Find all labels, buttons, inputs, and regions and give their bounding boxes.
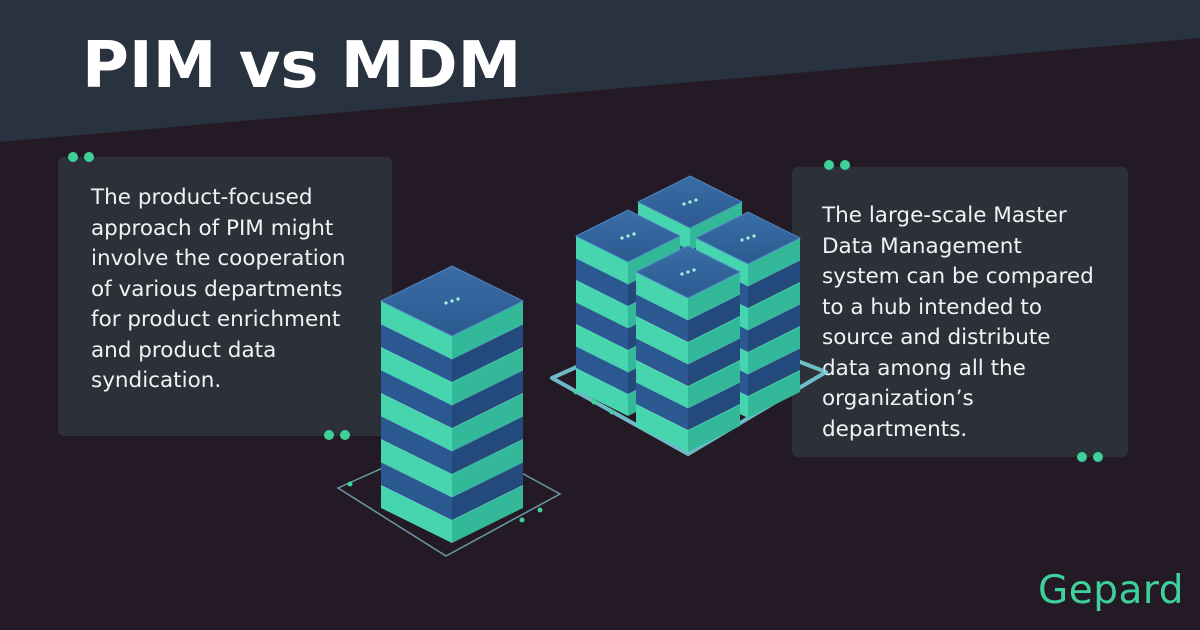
- server-rack-icon: [379, 265, 525, 543]
- quote-dots-icon: [324, 430, 350, 440]
- pim-card: The product-focused approach of PIM migh…: [58, 157, 392, 436]
- quote-dots-icon: [1077, 452, 1103, 462]
- pim-description: The product-focused approach of PIM migh…: [91, 185, 346, 393]
- mdm-description: The large-scale Master Data Management s…: [822, 203, 1094, 442]
- page-title: PIM vs MDM: [82, 29, 522, 103]
- quote-dots-icon: [68, 152, 94, 162]
- server-cluster-icon: [574, 175, 802, 452]
- gepard-logo: Gepard: [1038, 568, 1184, 613]
- mdm-card: The large-scale Master Data Management s…: [792, 167, 1128, 457]
- quote-dots-icon: [824, 160, 850, 170]
